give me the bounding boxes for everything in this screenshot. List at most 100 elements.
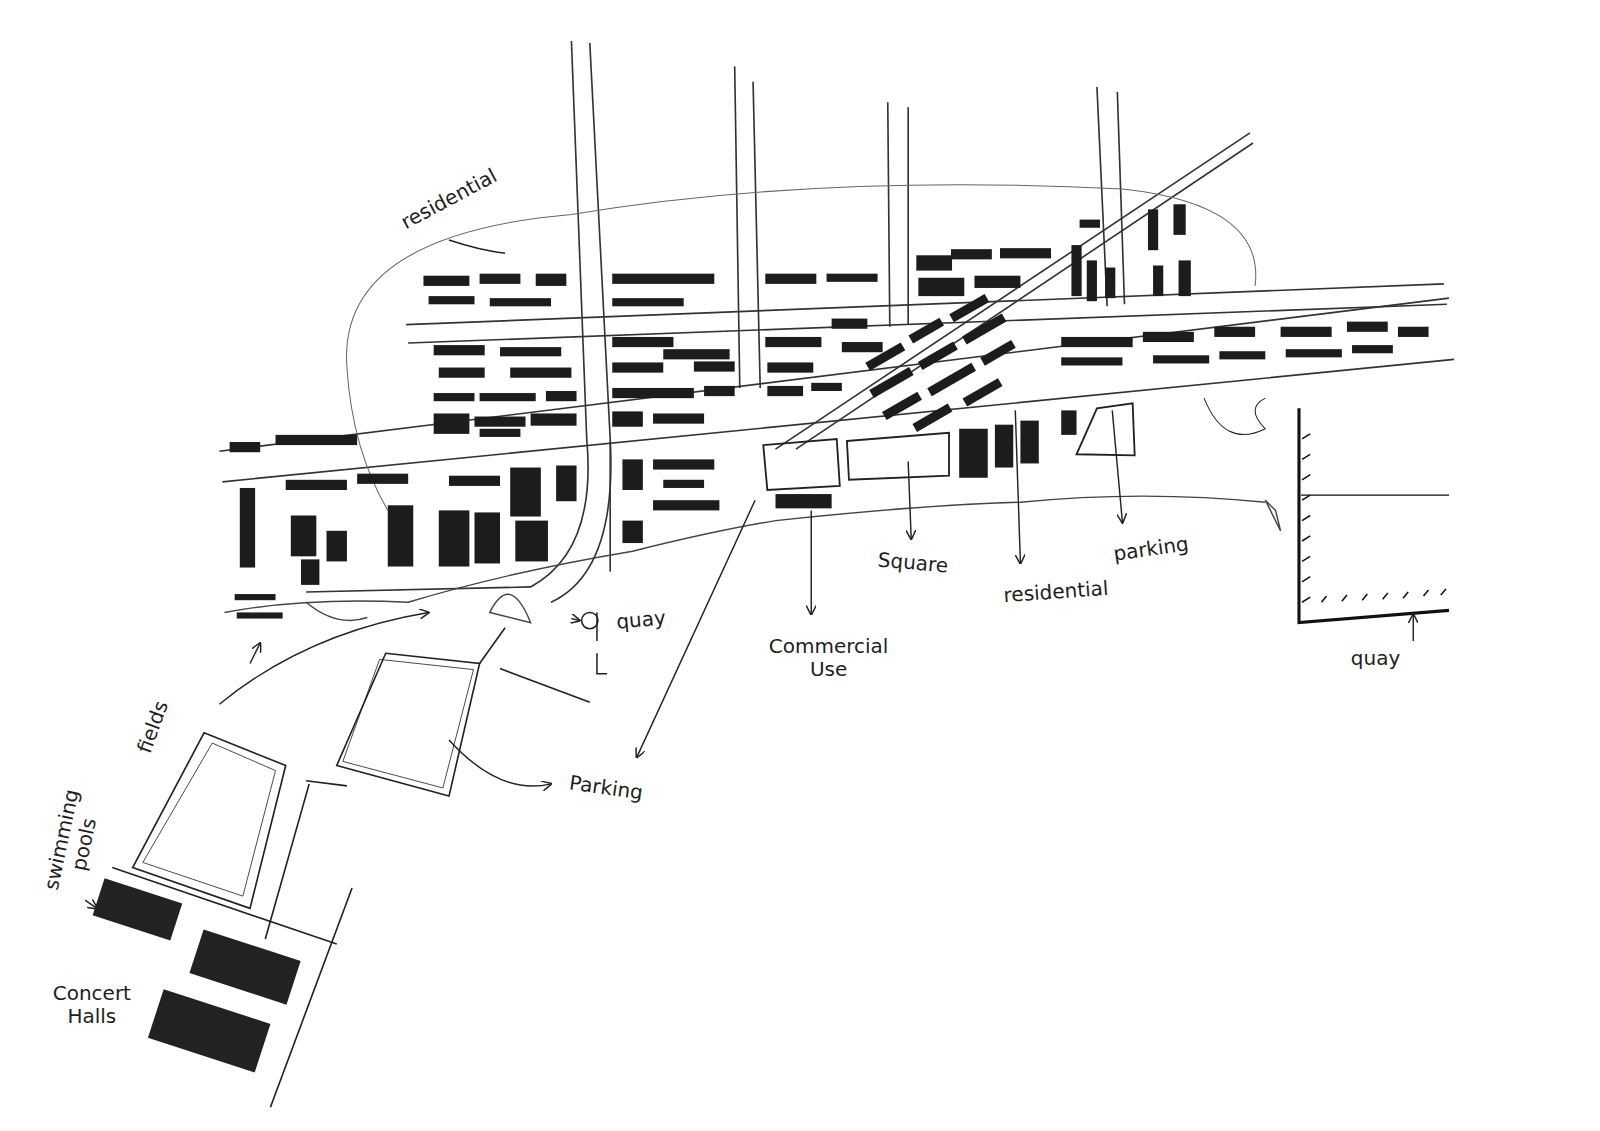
sketch-stroke bbox=[480, 274, 521, 284]
sketch-stroke bbox=[1105, 268, 1115, 299]
sketch-stroke bbox=[974, 276, 1020, 288]
sketch-stroke bbox=[515, 521, 548, 562]
sketch-stroke bbox=[439, 510, 470, 566]
sketch-stroke bbox=[306, 781, 347, 786]
sketch-stroke bbox=[612, 337, 673, 347]
sketch-stroke bbox=[811, 383, 842, 391]
sketch-stroke bbox=[1347, 322, 1388, 332]
sketch-stroke bbox=[235, 594, 276, 600]
map-label: parking bbox=[1109, 531, 1193, 567]
sketch-stroke bbox=[1143, 332, 1194, 342]
sketch-stroke bbox=[449, 740, 551, 786]
sketch-stroke bbox=[776, 494, 832, 508]
sketch-stroke bbox=[959, 429, 988, 478]
sketch-stroke bbox=[694, 361, 735, 371]
sketch-stroke bbox=[916, 255, 952, 270]
sketch-stroke bbox=[474, 417, 525, 427]
sketch-stroke bbox=[927, 363, 976, 396]
sketch-stroke bbox=[1286, 349, 1342, 357]
map-label: Square bbox=[874, 547, 952, 579]
sketch-stroke bbox=[1153, 355, 1209, 363]
map-label: swimming pools bbox=[37, 776, 110, 907]
sketch-stroke bbox=[337, 653, 480, 796]
sketch-stroke bbox=[388, 505, 414, 566]
sketch-stroke bbox=[357, 474, 408, 484]
sketch-stroke bbox=[490, 298, 551, 306]
sketch-stroke bbox=[1061, 410, 1076, 434]
sketch-stroke bbox=[1352, 345, 1393, 353]
sketch-stroke bbox=[612, 298, 683, 306]
road-lines bbox=[219, 41, 1454, 602]
sketch-stroke bbox=[265, 784, 309, 939]
sketch-stroke bbox=[763, 439, 840, 490]
sketch-stroke bbox=[663, 349, 729, 359]
sketch-stroke bbox=[286, 480, 347, 490]
sketch-stroke bbox=[1112, 410, 1122, 522]
zone-outline bbox=[347, 185, 1256, 511]
sketch-stroke bbox=[474, 512, 500, 563]
sketch-stroke bbox=[1321, 589, 1445, 602]
sketch-stroke bbox=[230, 442, 261, 452]
sketch-stroke bbox=[612, 411, 643, 426]
sketch-stroke bbox=[1061, 357, 1122, 365]
building-blocks bbox=[230, 204, 1429, 618]
sketch-stroke bbox=[909, 318, 945, 344]
sketch-stroke bbox=[907, 107, 909, 324]
sketch-stroke bbox=[1148, 209, 1158, 250]
sketch-stroke bbox=[327, 531, 347, 562]
sketch-stroke bbox=[767, 362, 813, 372]
sketch-stroke bbox=[888, 102, 890, 326]
sketch-stroke bbox=[434, 393, 475, 401]
sketch-stroke bbox=[980, 340, 1016, 366]
sketch-stroke bbox=[767, 386, 803, 396]
sketch-stroke bbox=[1087, 260, 1097, 301]
sketch-stroke bbox=[510, 368, 571, 378]
sketch-stroke bbox=[219, 612, 428, 704]
sketch-stroke bbox=[612, 274, 714, 284]
building-halls bbox=[93, 878, 301, 1072]
sketch-stroke bbox=[1071, 245, 1081, 296]
sketch-stroke bbox=[951, 249, 992, 259]
sketch-stroke bbox=[1153, 266, 1163, 297]
sketch-stroke bbox=[449, 240, 505, 253]
sketch-stroke bbox=[189, 929, 300, 1004]
sketch-stroke bbox=[291, 516, 317, 557]
sketch-stroke bbox=[653, 500, 719, 510]
sketch-stroke bbox=[480, 628, 506, 664]
sketch-stroke bbox=[765, 274, 816, 284]
open-spaces bbox=[763, 398, 1265, 490]
sketch-stroke bbox=[531, 413, 577, 425]
sketch-stroke bbox=[653, 459, 714, 469]
sketch-stroke bbox=[1265, 500, 1280, 531]
quay-hatch bbox=[1301, 434, 1449, 602]
sketch-stroke bbox=[551, 43, 611, 602]
sketch-stroke bbox=[423, 276, 469, 286]
sketch-stroke bbox=[189, 929, 300, 1004]
sketch-stroke bbox=[1080, 220, 1100, 228]
sketch-stroke bbox=[1302, 434, 1310, 602]
sketch-stroke bbox=[148, 989, 271, 1072]
sketch-stroke bbox=[449, 476, 500, 486]
map-label: residential bbox=[394, 162, 504, 236]
sketch-stroke bbox=[1020, 421, 1038, 464]
sketch-stroke bbox=[510, 468, 541, 517]
sketch-stroke bbox=[93, 878, 183, 940]
map-label: Commercial Use bbox=[761, 634, 897, 682]
map-label: Concert Halls bbox=[33, 981, 151, 1029]
sketch-stroke bbox=[347, 185, 1256, 368]
sketch-stroke bbox=[653, 413, 704, 423]
sketch-stroke bbox=[811, 510, 812, 614]
south-facilities bbox=[112, 628, 590, 1108]
sketch-stroke bbox=[582, 612, 598, 628]
sketch-stroke bbox=[219, 298, 1449, 451]
sketch-stroke bbox=[240, 488, 255, 568]
sketch-stroke bbox=[301, 559, 319, 585]
sketch-stroke bbox=[439, 368, 485, 378]
sketch-stroke bbox=[963, 378, 1003, 406]
sketch-stroke bbox=[1000, 248, 1051, 258]
sketch-stroke bbox=[276, 435, 358, 445]
sketch-stroke bbox=[434, 345, 485, 355]
sketch-stroke bbox=[753, 82, 760, 388]
sketch-stroke bbox=[490, 594, 531, 622]
